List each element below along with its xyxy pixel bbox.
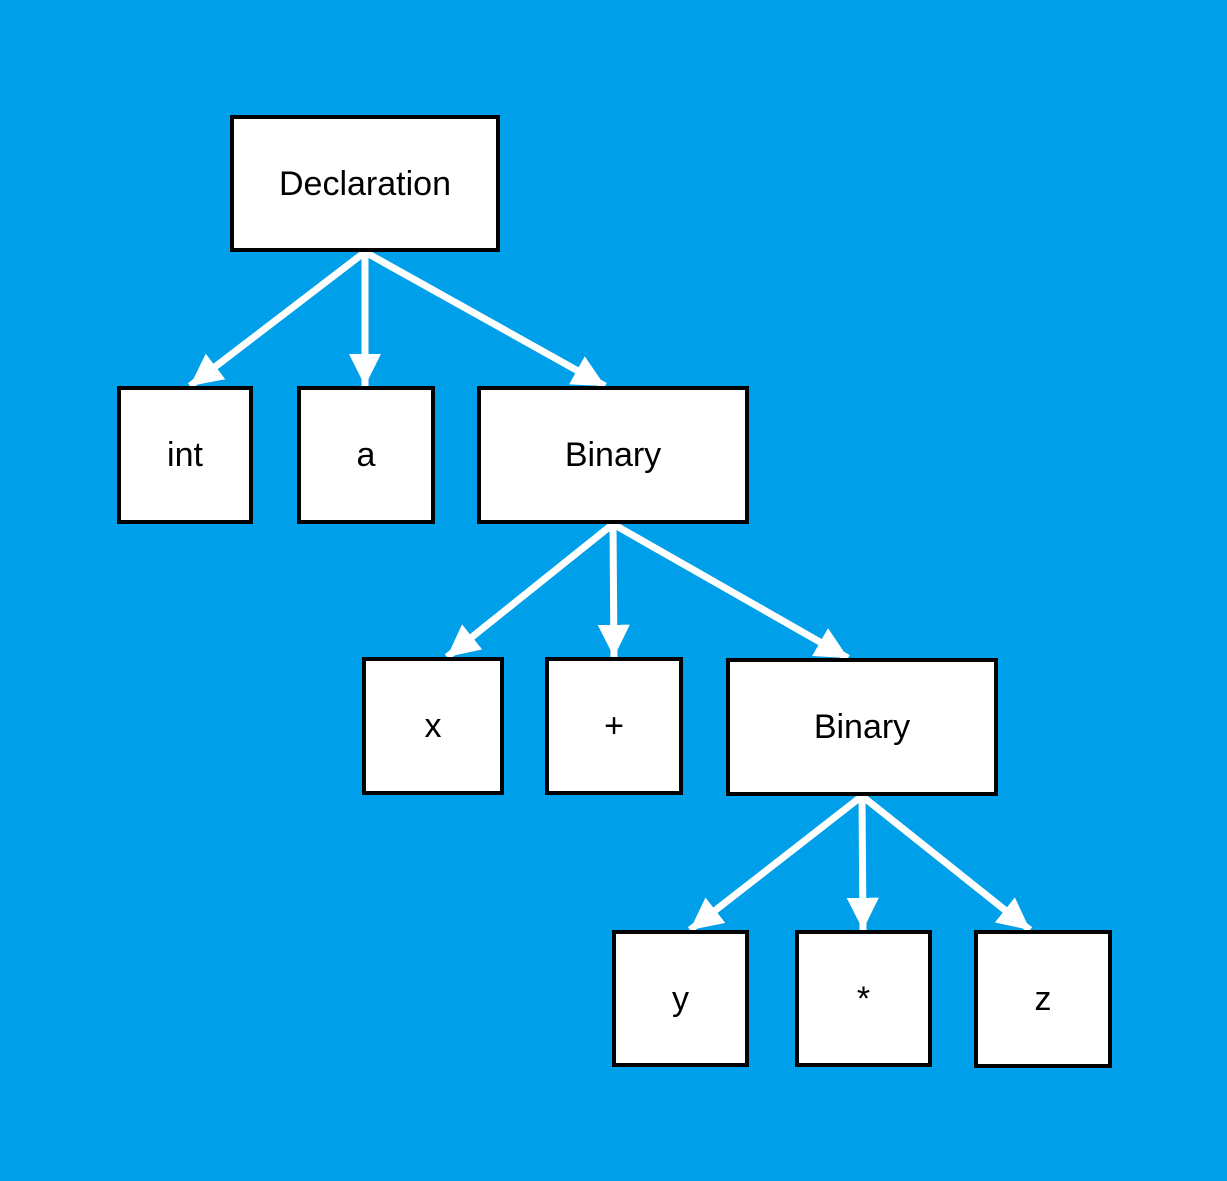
tree-node-int: int	[117, 386, 253, 524]
node-label: x	[424, 707, 442, 745]
edge-binary1-x	[444, 521, 616, 660]
node-label: y	[672, 979, 689, 1018]
edge-binary2-star	[846, 795, 879, 931]
edge-binary1-plus	[597, 523, 630, 658]
node-label: Binary	[564, 436, 662, 474]
node-label: *	[856, 979, 871, 1018]
node-label: Declaration	[279, 164, 451, 203]
tree-node-a: a	[297, 386, 435, 524]
node-label: a	[356, 436, 376, 474]
tree-node-x: x	[362, 657, 504, 795]
node-label: Binary	[813, 708, 911, 746]
node-label: +	[604, 707, 624, 745]
node-label: int	[167, 436, 203, 474]
node-label: z	[1034, 980, 1052, 1018]
edge-binary2-z	[859, 793, 1033, 933]
tree-node-binary-outer: Binary	[477, 386, 749, 524]
edge-binary2-y	[687, 793, 865, 933]
tree-node-declaration: Declaration	[230, 115, 500, 252]
tree-node-y: y	[612, 930, 749, 1067]
tree-node-star: *	[795, 930, 932, 1067]
edge-binary1-binary2	[611, 520, 850, 662]
edge-declaration-binary1	[363, 248, 607, 390]
tree-node-binary-inner: Binary	[726, 658, 998, 796]
edge-declaration-int	[187, 249, 368, 389]
tree-node-z: z	[974, 930, 1112, 1068]
tree-node-plus: +	[545, 657, 683, 795]
